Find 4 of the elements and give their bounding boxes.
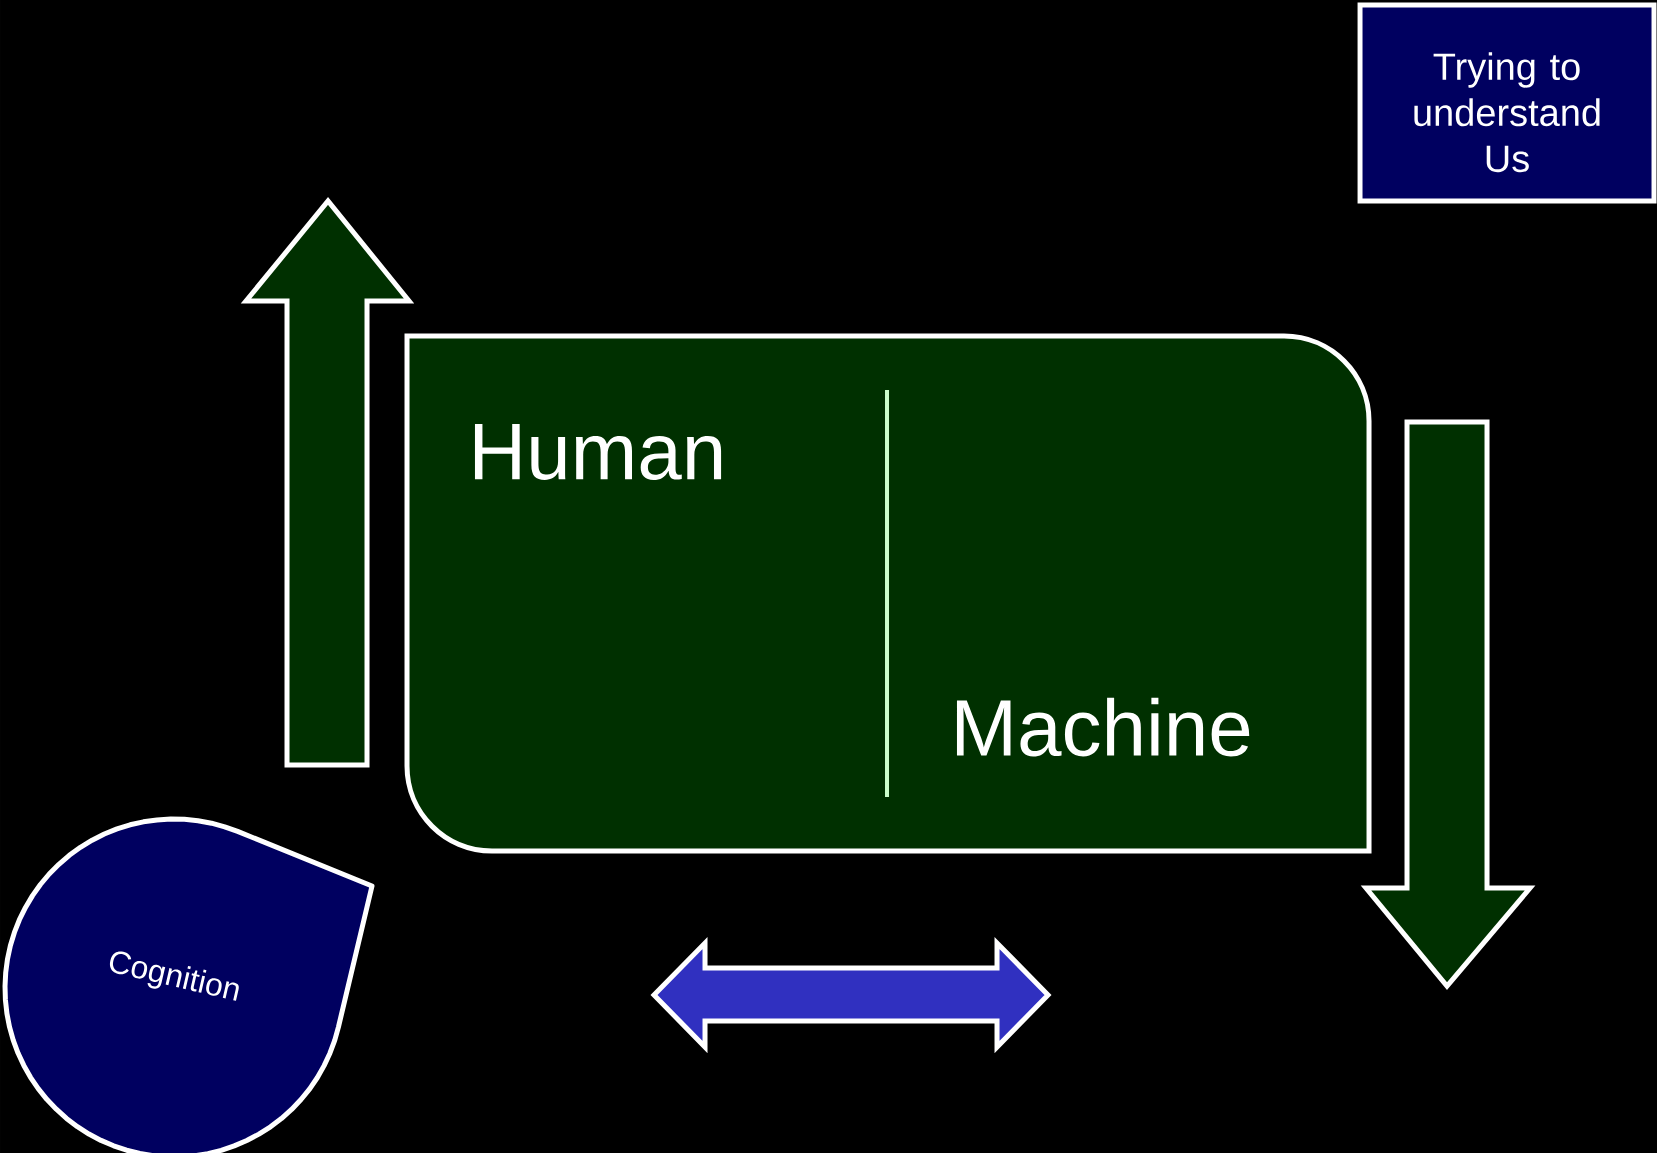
text-box: Trying to understand Us [1357,2,1657,204]
box-label: Machine [956,697,1250,757]
box-label: Human [474,424,722,480]
rounded-box [404,333,1372,854]
